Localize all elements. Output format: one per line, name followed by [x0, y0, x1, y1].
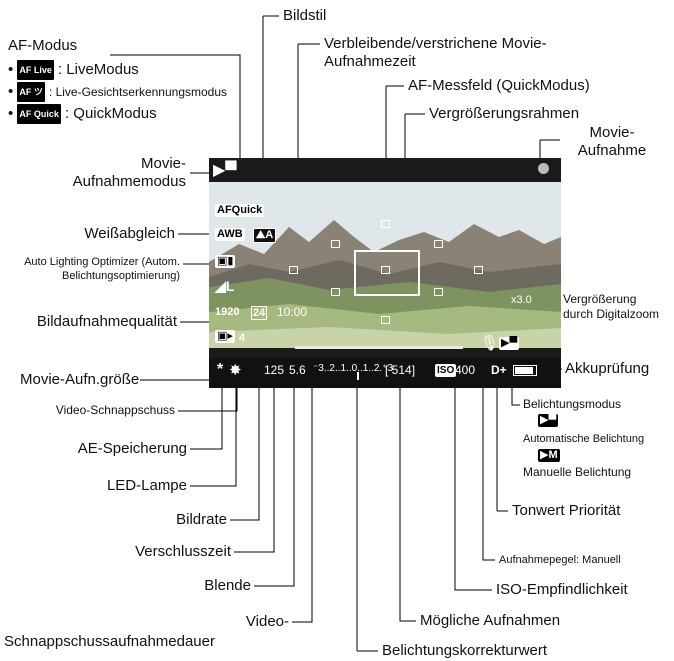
label-af-messfeld: AF-Messfeld (QuickModus) — [408, 77, 590, 95]
label-moegliche: Mögliche Aufnahmen — [420, 612, 560, 630]
label-video-dauer-2: Schnappschussaufnahmedauer — [4, 633, 215, 651]
label-belichtungskorrektur: Belichtungskorrekturwert — [382, 642, 547, 660]
af-mode-item-live: • AF Live: LiveModus — [8, 60, 139, 80]
label-movie-groesse: Movie-Aufn.größe — [20, 371, 137, 389]
af-live-icon: AF Live — [17, 60, 54, 80]
video-snapshot-icon: ▣▸ — [215, 330, 235, 343]
awb-badge: AWB — [215, 228, 245, 241]
label-alo: Auto Lighting Optimizer (Autom.Belichtun… — [2, 255, 180, 283]
label-man-belichtung: Manuelle Belichtung — [523, 465, 631, 480]
label-auto-belichtung: Automatische Belichtung — [523, 432, 644, 446]
exposure-mode-icon: ▶▀ — [499, 337, 519, 350]
label-movie-modus: Movie-Aufnahmemodus — [60, 155, 186, 191]
label-blende: Blende — [150, 577, 251, 595]
af-point — [434, 240, 443, 248]
af-point — [381, 316, 390, 324]
label-led-lampe: LED-Lampe — [20, 477, 187, 495]
ae-lock-icon: * — [217, 361, 223, 379]
af-mode-title: AF-Modus — [8, 36, 77, 56]
af-point — [434, 288, 443, 296]
quality-indicator: ◢L — [215, 278, 234, 295]
af-mode-item-quick: • AF Quick: QuickModus — [8, 104, 157, 124]
label-ae-speicherung: AE-Speicherung — [20, 440, 187, 458]
af-point — [474, 266, 483, 274]
led-lamp-icon: ✸ — [229, 361, 242, 379]
af-point — [289, 266, 298, 274]
label-verschlusszeit: Verschlusszeit — [100, 543, 231, 561]
label-vergroesserungsrahmen: Vergrößerungsrahmen — [429, 105, 579, 123]
label-verbleibende: Verbleibende/verstrichene Movie- — [324, 35, 547, 53]
label-video-schnapp: Video-Schnappschuss — [20, 403, 175, 418]
label-weissabgleich: Weißabgleich — [60, 225, 175, 243]
mic-icon: 🎙 — [480, 334, 499, 352]
magnifying-frame[interactable] — [354, 250, 420, 296]
label-verbleibende-2: Aufnahmezeit — [324, 53, 416, 71]
label-aufnahmepegel: Aufnahmepegel: Manuell — [499, 553, 621, 567]
recording-dot-icon — [538, 163, 549, 174]
shots-remaining: [ 514] — [385, 363, 415, 377]
af-point — [331, 240, 340, 248]
af-mode-item-face: • AF ツ: Live-Gesichtserkennungsmodus — [8, 82, 227, 102]
iso-value: 400 — [455, 363, 475, 377]
alo-icon: ▣▮ — [215, 255, 235, 268]
camera-screen: ▶▀ AFQuick AWB ⛰A ▣▮ ◢L 1920 24 10:00 ▣▸… — [209, 158, 561, 388]
af-face-icon: AF ツ — [17, 82, 45, 102]
movie-mode-icon: ▶▀ — [213, 160, 237, 180]
highlight-tone-priority: D+ — [491, 363, 507, 377]
movie-size-indicator: 1920 — [215, 306, 239, 318]
snapshot-count: 4 — [239, 332, 245, 344]
label-tonwert: Tonwert Priorität — [512, 502, 620, 520]
af-point — [381, 220, 390, 228]
label-movie-aufnahme: Movie-Aufnahme — [562, 124, 662, 160]
snapshot-duration-bar — [295, 346, 463, 349]
label-bildrate: Bildrate — [100, 511, 227, 529]
remaining-time: 10:00 — [277, 305, 307, 319]
digital-zoom-indicator: x3.0 — [511, 294, 532, 306]
label-akkupruefung: Akkuprüfung — [565, 360, 649, 378]
label-iso: ISO-Empfindlichkeit — [496, 581, 628, 599]
exposure-scale: ⁻3..2..1..0..1..2.⁺3 — [313, 363, 393, 374]
manual-movie-icon: ▶M — [538, 449, 560, 462]
af-quick-badge: AFQuick — [215, 204, 264, 217]
label-video-dauer-1: Video- — [180, 613, 289, 631]
auto-movie-icon: ▶▀ — [538, 414, 558, 427]
exposure-indicator — [357, 372, 359, 380]
af-quick-icon: AF Quick — [17, 104, 61, 124]
frame-rate-indicator: 24 — [251, 306, 267, 320]
label-belichtungsmodus: Belichtungsmodus — [523, 397, 621, 412]
label-bildqualitaet: Bildaufnahmequalität — [10, 313, 177, 331]
af-point — [331, 288, 340, 296]
label-bildstil: Bildstil — [283, 7, 326, 25]
battery-icon — [513, 365, 537, 376]
iso-badge: ISO — [435, 364, 456, 377]
aperture-value: 5.6 — [289, 363, 306, 377]
shutter-speed: 125 — [264, 363, 284, 377]
picture-style-badge: ⛰A — [253, 228, 276, 243]
